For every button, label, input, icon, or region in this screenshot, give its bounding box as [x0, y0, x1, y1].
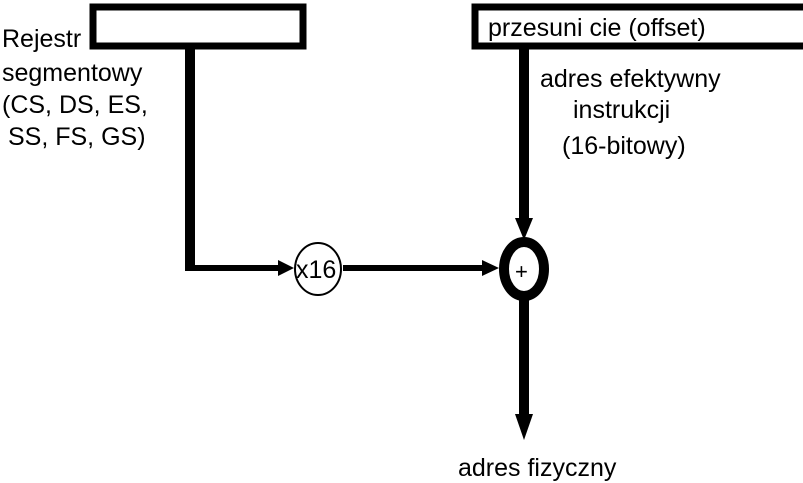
effective-address-label-line: (16-bitowy): [562, 132, 686, 160]
segment-register-label: Rejestr segmentowy (CS, DS, ES, SS, FS, …: [2, 25, 148, 151]
adder-node: [499, 237, 549, 301]
adder-input-arrowhead-top: [515, 218, 533, 240]
multiplier-label: x16: [296, 256, 336, 284]
effective-address-label: adres efektywny instrukcji (16-bitowy): [540, 65, 721, 160]
effective-address-label-line: adres efektywny: [540, 65, 721, 93]
multiplier-node: [294, 242, 342, 296]
offset-box: [471, 3, 803, 50]
multiplier-input-arrowhead: [278, 260, 294, 276]
offset-box-label: przesuni cie (offset): [488, 14, 706, 42]
output-arrowhead: [515, 414, 533, 440]
effective-address-label-line: instrukcji: [573, 96, 670, 124]
segment-register-label-line: Rejestr: [2, 25, 81, 53]
segment-register-label-line: (CS, DS, ES,: [2, 91, 148, 119]
segment-register-label-line: SS, FS, GS): [8, 123, 146, 151]
physical-address-label: adres fizyczny: [458, 454, 617, 482]
adder-input-arrowhead-left: [482, 260, 499, 276]
segment-register-label-line: segmentowy: [2, 59, 143, 87]
adder-label: +: [515, 259, 528, 284]
segment-register-box: [89, 3, 307, 50]
